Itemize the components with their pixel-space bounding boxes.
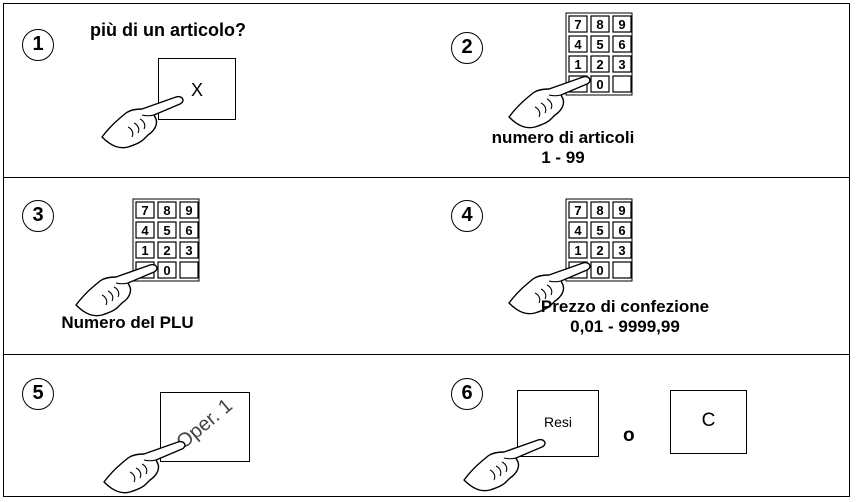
step-number-3: 3 [22,200,54,232]
keypad-key [612,201,632,219]
oper-1-key[interactable] [160,392,250,462]
step-2-caption: numero di articoli [491,128,635,147]
keypad-key-label: 9 [618,17,625,32]
keypad-key [612,241,632,259]
keypad-key-label: 7 [141,203,148,218]
keypad-key-label: 3 [185,243,192,258]
keypad-key-label: 2 [596,57,603,72]
keypad-key-label: 5 [163,223,170,238]
keypad-key-label: 1 [574,57,581,72]
keypad-key-label: 8 [596,17,603,32]
keypad-key-label: 6 [185,223,192,238]
keypad-key [568,55,588,73]
keypad-key [157,261,177,279]
keypad-key [590,241,610,259]
keypad-key-label: 3 [618,57,625,72]
keypad-key [135,241,155,259]
keypad-key-label: 3 [618,243,625,258]
keypad-key [590,261,610,279]
keypad-key-label: 9 [185,203,192,218]
x-key[interactable] [158,58,236,120]
hand-outline [101,95,184,149]
keypad-key-label: 0 [596,77,603,92]
keypad-key [568,221,588,239]
keypad-key [179,201,199,219]
pointing-hand-icon [508,75,591,129]
keypad-key [590,201,610,219]
keypad-key-label: 2 [596,243,603,258]
hand-outline [75,263,158,317]
keypad-key [568,35,588,53]
hand-outline [508,261,591,315]
step-2-range: 1 - 99 [541,148,585,167]
keypad-key [590,55,610,73]
keypad-key [590,35,610,53]
keypad-key-label: 0 [163,263,170,278]
keypad-key [612,55,632,73]
keypad-key [612,75,632,93]
keypad-key [135,201,155,219]
step-4-caption: Prezzo di confezione [540,297,710,316]
c-key[interactable] [670,390,747,454]
keypad-key [612,221,632,239]
keypad-key [590,221,610,239]
keypad-key-label: 4 [141,223,149,238]
keypad-key [157,201,177,219]
keypad-key [590,75,610,93]
keypad-key-label: 1 [574,243,581,258]
keypad-key-label: 4 [574,37,582,52]
keypad-key-label: 1 [141,243,148,258]
keypad-key-label: 7 [574,203,581,218]
hand-outline [463,438,546,492]
keypad-key [157,221,177,239]
keypad-key [568,15,588,33]
keypad-key-label: 6 [618,37,625,52]
step-number-6: 6 [451,378,483,410]
step-number-4: 4 [451,200,483,232]
pointing-hand-icon [508,261,591,315]
keypad-key-label: 0 [596,263,603,278]
resi-key-label: Resi [543,414,572,430]
keypad-key [179,221,199,239]
hand-outline [508,75,591,129]
keypad-key [135,221,155,239]
keypad-key-label: 9 [618,203,625,218]
instruction-diagram [3,3,850,497]
hand-outline [103,440,186,494]
or-connector: o [623,425,635,446]
keypad-key-label: 8 [163,203,170,218]
keypad-key [179,261,199,279]
keypad-key [568,241,588,259]
pointing-hand-icon [75,263,158,317]
keypad-key-label: 5 [596,37,603,52]
step-3-caption: Numero del PLU [61,313,194,332]
keypad-key [179,241,199,259]
step-number-2: 2 [451,32,483,64]
step-number-5: 5 [22,378,54,410]
pointing-hand-icon [463,438,546,492]
keypad-key [612,15,632,33]
step-number-1: 1 [22,29,54,61]
keypad-key-label: 4 [574,223,582,238]
c-key-label: C [701,410,716,431]
keypad-key-label: 8 [596,203,603,218]
step-1-question: più di un articolo? [90,20,246,40]
pointing-hand-icon [101,95,184,149]
keypad-key-label: 6 [618,223,625,238]
keypad-key-label: 5 [596,223,603,238]
x-key-label: X [190,80,203,100]
keypad-key [157,241,177,259]
pointing-hand-icon [103,440,186,494]
row-divider [4,354,849,355]
step-4-range: 0,01 - 9999,99 [570,317,680,336]
keypad-key [590,15,610,33]
keypad-key [568,201,588,219]
keypad-key [612,261,632,279]
keypad-key-label: 7 [574,17,581,32]
row-divider [4,177,849,178]
keypad-key [612,35,632,53]
keypad-key-label: 2 [163,243,170,258]
